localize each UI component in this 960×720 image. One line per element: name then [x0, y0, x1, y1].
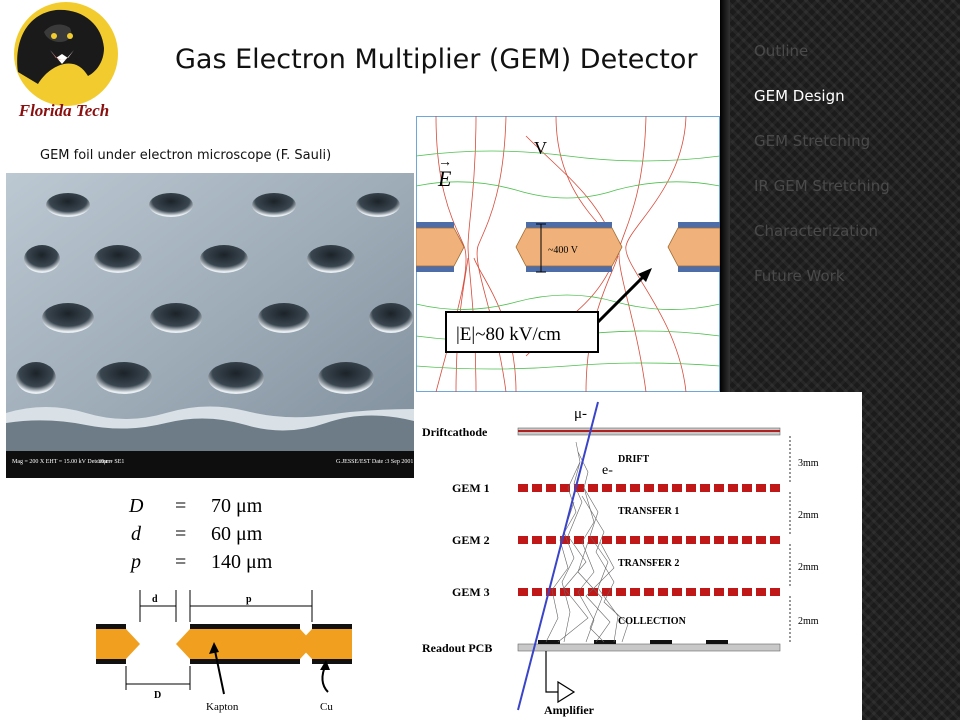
dim-d-value: 60 μm	[211, 523, 263, 545]
label-transfer1: TRANSFER 1	[618, 506, 679, 517]
foil-label-kapton: Kapton	[206, 701, 239, 713]
label-driftcathode: Driftcathode	[422, 425, 488, 439]
label-transfer2: TRANSFER 2	[618, 558, 679, 569]
gap-transfer2: 2mm	[798, 562, 819, 573]
label-gem2: GEM 2	[452, 533, 490, 547]
dim-p-eq: =	[175, 551, 186, 573]
slide-title: Gas Electron Multiplier (GEM) Detector	[175, 44, 698, 75]
dim-D-value: 70 μm	[211, 495, 263, 517]
foil-label-d: d	[152, 594, 158, 605]
gap-drift: 3mm	[798, 458, 819, 469]
voltage-diff: ~400 V	[548, 245, 579, 256]
logo-text: Florida Tech	[18, 101, 110, 120]
foil-segments	[96, 624, 352, 664]
amplifier-label: Amplifier	[544, 703, 595, 717]
nav-menu: Outline GEM Design GEM Stretching IR GEM…	[754, 42, 890, 312]
gap-transfer1: 2mm	[798, 510, 819, 521]
nav-item-gem-stretching[interactable]: GEM Stretching	[754, 132, 871, 150]
label-drift: DRIFT	[618, 454, 649, 465]
nav-item-outline[interactable]: Outline	[754, 42, 809, 60]
e-vector-label: E	[437, 166, 452, 191]
nav-item-future-work[interactable]: Future Work	[754, 267, 845, 285]
dim-p-value: 140 μm	[211, 551, 273, 573]
florida-tech-logo: Florida Tech	[14, 2, 118, 120]
muon-label: μ-	[574, 406, 587, 422]
dim-d-symbol: d	[131, 523, 142, 545]
electron-label: e-	[602, 463, 613, 478]
nav-item-characterization[interactable]: Characterization	[754, 222, 879, 240]
dim-d-eq: =	[175, 523, 186, 545]
gem-field-map: E → V ~400 V |E|~80 kV/cm	[416, 116, 720, 392]
field-strength-label: |E|~80 kV/cm	[456, 324, 561, 345]
label-gem3: GEM 3	[452, 585, 490, 599]
foil-label-cu: Cu	[320, 701, 333, 713]
voltage-label: V	[534, 138, 547, 158]
amplifier-icon	[545, 651, 576, 704]
sidebar-edge	[720, 0, 730, 720]
sidebar	[720, 0, 960, 720]
label-readout: Readout PCB	[422, 641, 492, 655]
micrograph-info-right: G.JESSE/EST Date :3 Sep 2001	[336, 459, 413, 465]
gem-foil-cross-section	[416, 222, 720, 272]
dim-D-symbol: D	[128, 495, 144, 517]
dim-D-eq: =	[175, 495, 186, 517]
gem3-layer	[518, 588, 780, 596]
gem1-layer	[518, 484, 780, 492]
readout-strips	[538, 640, 728, 644]
foil-label-D: D	[154, 690, 161, 701]
micrograph-info-left: Mag = 200 X EHT = 15.00 kV Detector = SE…	[12, 459, 124, 465]
gem-micrograph: Mag = 200 X EHT = 15.00 kV Detector = SE…	[6, 173, 414, 478]
micrograph-scale: 30μm	[98, 459, 112, 465]
foil-geometry-diagram: d p D Kapton Cu	[96, 590, 352, 713]
label-collection: COLLECTION	[618, 616, 687, 627]
muon-track	[517, 401, 599, 711]
label-gem1: GEM 1	[452, 481, 490, 495]
readout-pcb-plate	[517, 643, 781, 652]
micrograph-caption: GEM foil under electron microscope (F. S…	[40, 148, 332, 163]
nav-item-ir-gem-stretching[interactable]: IR GEM Stretching	[754, 177, 890, 195]
nav-item-gem-design[interactable]: GEM Design	[754, 87, 845, 105]
micrograph-holes	[16, 193, 413, 394]
electron-avalanche	[545, 441, 629, 643]
dimension-equations: D = 70 μm d = 60 μm p = 140 μm	[128, 495, 273, 573]
gap-collection: 2mm	[798, 616, 819, 627]
triple-gem-stack: μ- e- Driftcathode GEM 1 GEM 2 GEM 3 Rea…	[418, 392, 862, 720]
foil-label-p: p	[246, 594, 252, 605]
e-arrow-icon: →	[438, 155, 452, 170]
dim-p-symbol: p	[129, 551, 141, 573]
pointer-arrow	[596, 272, 648, 324]
